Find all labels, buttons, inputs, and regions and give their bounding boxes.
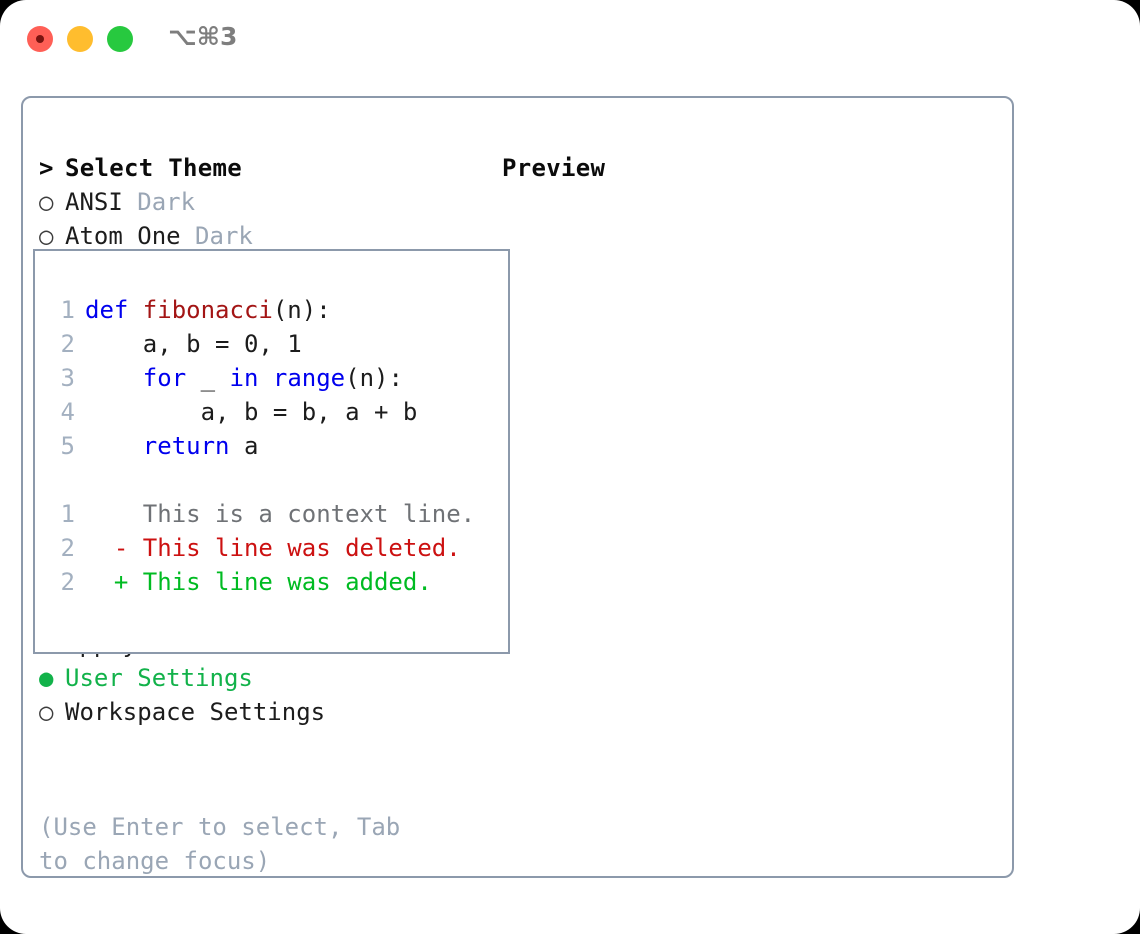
code-token: for <box>142 364 187 392</box>
close-window-button[interactable] <box>27 26 53 52</box>
diff-line: 1 This is a context line. <box>49 497 476 531</box>
apply-to-list: ● User Settings ○ Workspace Settings <box>39 661 479 729</box>
diff-line-text: - This line was deleted. <box>85 534 461 562</box>
code-line: 3 for _ in range(n): <box>49 361 475 395</box>
apply-to-item[interactable]: ○ Workspace Settings <box>39 695 479 729</box>
radio-unselected-icon[interactable]: ○ <box>39 188 54 216</box>
theme-name: ANSI <box>65 188 123 216</box>
diff-line: 2 + This line was added. <box>49 565 475 599</box>
radio-selected-icon[interactable]: ● <box>39 664 54 692</box>
theme-category: Dark <box>122 188 196 216</box>
diff-line-number: 2 <box>60 534 75 562</box>
code-line-number: 3 <box>60 364 75 392</box>
code-token: _ <box>186 364 230 392</box>
keyboard-hint-text: (Use Enter to select, Tab to change focu… <box>39 813 401 875</box>
code-token: in <box>229 364 259 392</box>
code-token: a, b = b, a + b <box>85 398 418 426</box>
theme-list-item[interactable]: ○ Atom One Dark <box>39 219 479 253</box>
apply-to-item[interactable]: ● User Settings <box>39 661 479 695</box>
minimize-window-button[interactable] <box>67 26 93 52</box>
apply-to-label: User Settings <box>65 664 253 692</box>
keyboard-shortcut-label: ⌥⌘3 <box>168 22 238 51</box>
code-token: return <box>142 432 230 460</box>
diff-line: 2 - This line was deleted. <box>49 531 475 565</box>
code-token <box>85 364 143 392</box>
theme-category: Dark <box>180 222 253 250</box>
select-theme-header: > Select Theme <box>39 151 479 185</box>
code-line: 5 return a <box>49 429 475 463</box>
code-line: 1 def fibonacci(n): <box>49 293 475 327</box>
diff-line-text: + This line was added. <box>85 568 432 596</box>
code-line-number: 1 <box>60 296 75 324</box>
code-token: range <box>272 364 346 392</box>
radio-unselected-icon[interactable]: ○ <box>39 222 54 250</box>
code-token: fibonacci <box>142 296 273 324</box>
code-token: a, b = 0, 1 <box>85 330 302 358</box>
code-line: 4 a, b = b, a + b <box>49 395 475 429</box>
code-token <box>258 364 272 392</box>
code-token: def <box>85 296 143 324</box>
code-line-number: 2 <box>60 330 75 358</box>
code-line: 2 a, b = 0, 1 <box>49 327 475 361</box>
preview-column: Preview <box>502 151 1002 185</box>
select-theme-title: Select Theme <box>65 154 242 182</box>
maximize-window-button[interactable] <box>107 26 133 52</box>
code-blank-line <box>49 463 475 497</box>
code-token <box>85 432 143 460</box>
theme-name: Atom One <box>65 222 181 250</box>
main-panel: >Select Theme ○ANSI Dark○Atom One Dark○A… <box>21 96 1014 878</box>
preview-title: Preview <box>502 154 606 182</box>
diff-line-text: This is a context line. <box>85 500 476 528</box>
apply-to-label: Workspace Settings <box>65 698 326 726</box>
radio-unselected-icon[interactable]: ○ <box>39 698 54 726</box>
code-line-number: 4 <box>60 398 75 426</box>
diff-line-number: 2 <box>60 568 75 596</box>
theme-list-item[interactable]: ○ ANSI Dark <box>39 185 479 219</box>
code-token: (n): <box>272 296 331 324</box>
code-token: (n): <box>345 364 403 392</box>
caret-icon: > <box>39 154 54 182</box>
code-token: a <box>229 432 259 460</box>
code-line-number: 5 <box>60 432 75 460</box>
diff-line-number: 1 <box>60 500 75 528</box>
title-bar: ⌥⌘3 <box>0 0 1140 78</box>
